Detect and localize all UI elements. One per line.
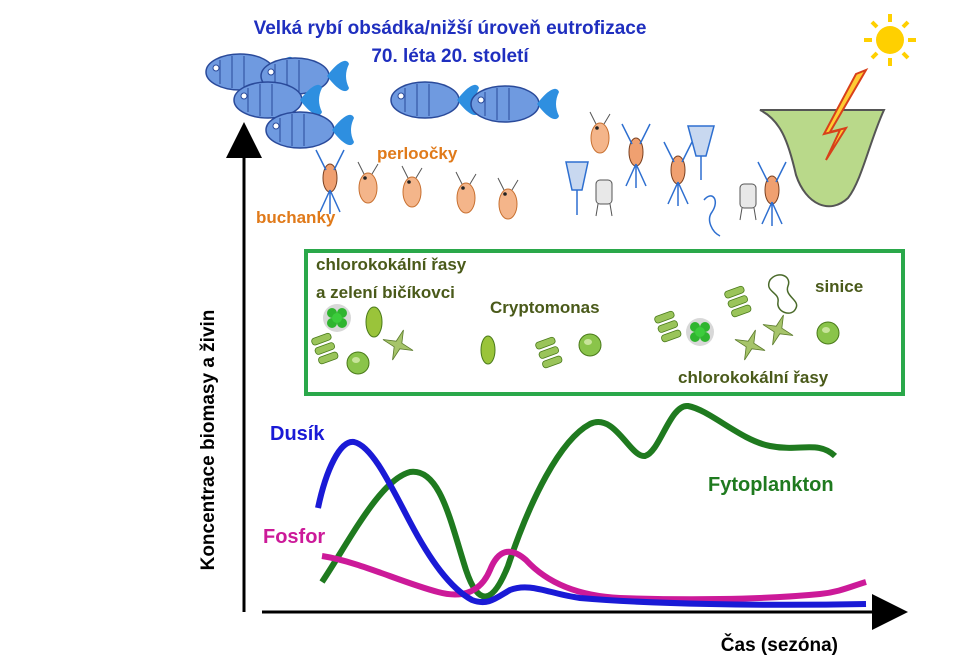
daphnia-icon [455, 171, 477, 214]
series-line-dusik [315, 439, 867, 608]
algae-icon [323, 304, 351, 332]
fish-icon [390, 81, 480, 119]
copepod-icon [757, 161, 787, 227]
series-label-fytoplankton: Fytoplankton [708, 474, 834, 496]
copepod-icon [315, 149, 345, 215]
algae-icon [365, 306, 383, 338]
daphnia-icon [589, 111, 611, 154]
phytoplankton-box [304, 249, 905, 396]
fish-school [205, 53, 560, 149]
copepod-icon [621, 123, 651, 189]
algae-icon [578, 333, 602, 357]
daphnia-icon [401, 165, 423, 208]
fish-icon [265, 111, 355, 149]
bosmina-icon [703, 195, 721, 237]
algae-group [310, 274, 840, 375]
box-label-green-1: chlorokokální řasy [316, 255, 467, 274]
series-label-fosfor: Fosfor [263, 526, 325, 548]
title-line-1: Velká rybí obsádka/nižší úroveň eutrofiz… [254, 18, 647, 39]
algae-icon [757, 309, 799, 351]
series-line-fytoplankton [319, 403, 838, 600]
rotifer-icon [565, 161, 589, 215]
keratella-icon [595, 179, 613, 217]
sun-icon [864, 14, 916, 66]
algae-icon [310, 332, 340, 366]
copepod-icon [663, 141, 693, 207]
algae-icon [480, 335, 496, 365]
algae-icon [346, 351, 370, 375]
lightning-icon [822, 67, 869, 161]
daphnia-icon [497, 177, 519, 220]
algae-icon [729, 324, 771, 366]
algae-icon [686, 318, 714, 346]
algae-icon [723, 285, 753, 319]
box-label-crypto: Cryptomonas [490, 298, 600, 317]
algae-icon [653, 310, 683, 344]
zooplankton-group [315, 111, 787, 237]
series-label-dusik: Dusík [270, 423, 325, 445]
x-axis-label: Čas (sezóna) [721, 634, 838, 656]
lake-icon [759, 109, 886, 208]
buchanky-label: buchanky [256, 208, 336, 227]
box-label-cyano: sinice [815, 277, 863, 296]
box-label-chloro: chlorokokální řasy [678, 368, 829, 387]
algae-icon [534, 336, 564, 370]
daphnia-icon [357, 161, 379, 204]
perloocky-label: perloočky [377, 144, 458, 163]
title-line-2: 70. léta 20. století [371, 46, 529, 67]
fish-icon [470, 85, 560, 123]
algae-icon [816, 321, 840, 345]
y-axis-label: Koncentrace biomasy a živin [198, 310, 219, 571]
series-line-fosfor [321, 548, 867, 603]
algae-icon [377, 324, 419, 366]
keratella-icon [739, 183, 757, 221]
cyanobacteria-icon [767, 274, 798, 314]
rotifer-icon [687, 125, 715, 180]
box-label-green-2: a zelení bičíkovci [316, 283, 455, 302]
